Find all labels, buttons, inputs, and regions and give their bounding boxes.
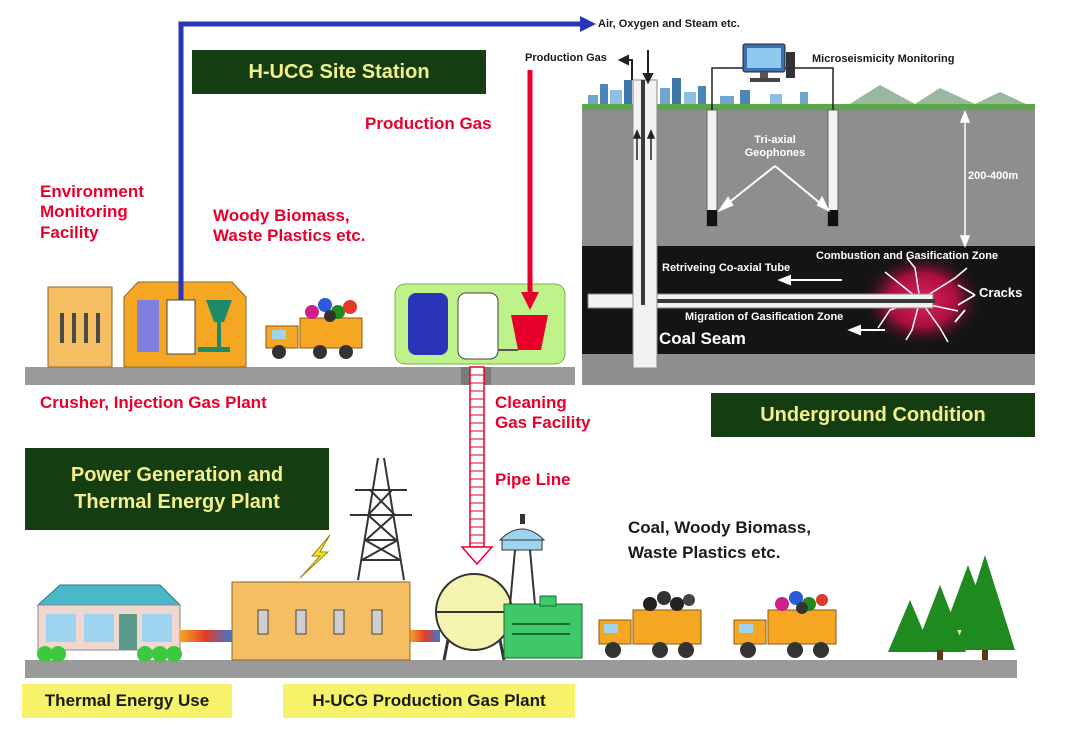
gas-pipe bbox=[410, 630, 440, 642]
plant-ground bbox=[25, 660, 1017, 678]
site-station bbox=[25, 281, 575, 566]
coal-seam-label: Coal Seam bbox=[659, 329, 746, 348]
production-plant-title: H-UCG Production Gas Plant bbox=[283, 684, 575, 718]
retrieving-tube-label: Retriveing Co-axial Tube bbox=[662, 262, 791, 274]
power-plant-area bbox=[25, 457, 1017, 678]
injection-line bbox=[178, 16, 596, 300]
underground-panel bbox=[582, 43, 1035, 385]
production-gas-label: Production Gas bbox=[365, 114, 492, 133]
cracks-label: Cracks bbox=[979, 285, 1023, 300]
production-gas-top-label: Production Gas bbox=[525, 52, 607, 64]
woody-biomass-label: Woody Biomass, Waste Plastics etc. bbox=[213, 206, 366, 246]
crusher-building bbox=[47, 286, 113, 368]
well-flow-arrows bbox=[632, 129, 656, 160]
thermal-use-title: Thermal Energy Use bbox=[22, 684, 232, 718]
city-skyline bbox=[582, 78, 1035, 110]
greenhouse-building bbox=[36, 584, 182, 662]
water-tower bbox=[498, 514, 546, 606]
heat-pipe bbox=[180, 630, 232, 642]
coal-biomass-label: Coal, Woody Biomass, Waste Plastics etc. bbox=[628, 518, 811, 562]
tube-flow-arrows bbox=[777, 274, 885, 336]
computer-monitor-icon bbox=[742, 43, 795, 82]
cracks-arrows bbox=[954, 284, 976, 323]
lightning-icon bbox=[299, 534, 331, 579]
geophones-label: Tri-axial Geophones bbox=[744, 134, 806, 160]
depth-label: 200-400m bbox=[968, 170, 1019, 182]
air-oxygen-label: Air, Oxygen and Steam etc. bbox=[598, 18, 740, 30]
power-plant-title: Power Generation and Thermal Energy Plan… bbox=[25, 448, 329, 530]
geophone-arrows bbox=[717, 165, 831, 213]
depth-arrow bbox=[959, 109, 971, 249]
pipe-line-label: Pipe Line bbox=[495, 470, 571, 489]
underground-title: Underground Condition bbox=[711, 393, 1035, 437]
migration-label: Migration of Gasification Zone bbox=[685, 311, 844, 323]
cleaning-label: Cleaning Gas Facility bbox=[495, 393, 591, 433]
transmission-tower-icon bbox=[350, 457, 412, 581]
tree-icon bbox=[888, 555, 1015, 660]
production-gas-line bbox=[521, 70, 539, 310]
geophone-well-right bbox=[827, 109, 839, 227]
truck-icon bbox=[598, 591, 702, 658]
pipe-line bbox=[460, 366, 494, 566]
microseismicity-label: Microseismicity Monitoring bbox=[812, 53, 955, 65]
gas-holder-icon bbox=[435, 573, 513, 661]
site-ground bbox=[25, 367, 575, 385]
crusher-label: Crusher, Injection Gas Plant bbox=[40, 393, 267, 412]
site-station-title: H-UCG Site Station bbox=[192, 50, 486, 94]
combustion-zone-label: Combustion and Gasification Zone bbox=[816, 250, 999, 262]
cracks-lines bbox=[877, 257, 968, 343]
env-monitoring-label: Environment Monitoring Facility bbox=[40, 182, 144, 242]
truck-icon bbox=[265, 298, 363, 359]
wellhead-arrows bbox=[617, 50, 654, 85]
truck-icon bbox=[733, 591, 837, 658]
geophone-well-left bbox=[706, 109, 718, 227]
generator-unit bbox=[503, 603, 583, 659]
